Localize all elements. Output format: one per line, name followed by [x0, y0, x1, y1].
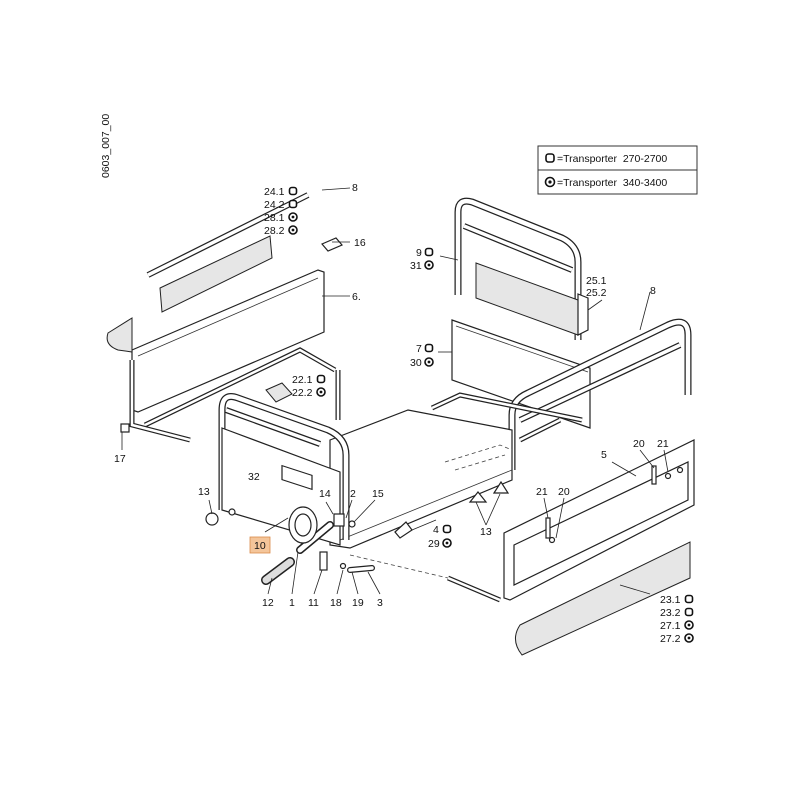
tube-rail-back-right — [454, 197, 582, 340]
left-frame-base — [129, 347, 341, 443]
callout-9: 9 — [416, 247, 434, 259]
svg-text:24.2: 24.2 — [264, 199, 285, 211]
callout-23-2: 23.2 — [660, 607, 694, 619]
callout-4: 4 — [433, 524, 452, 536]
svg-text:9: 9 — [416, 247, 422, 259]
tube-rail-front-right — [508, 318, 692, 470]
callout-32: 32 — [248, 471, 260, 483]
callout-27-1: 27.1 — [660, 620, 694, 632]
svg-text:29: 29 — [428, 538, 440, 550]
callout-24-1: 24.1 — [264, 186, 298, 198]
svg-text:4: 4 — [433, 524, 439, 536]
svg-text:30: 30 — [410, 357, 422, 369]
callout-31: 31 — [410, 260, 434, 272]
callout-18: 18 — [330, 597, 342, 609]
svg-text:27.1: 27.1 — [660, 620, 681, 632]
callout-21a: 21 — [657, 438, 669, 450]
svg-text:23.2: 23.2 — [660, 607, 681, 619]
callout-28-1: 28.1 — [264, 212, 298, 224]
callout-27-2: 27.2 — [660, 633, 694, 645]
callout-23-1: 23.1 — [660, 594, 694, 606]
svg-text:22.1: 22.1 — [292, 374, 313, 386]
callout-22-1: 22.1 — [292, 374, 326, 386]
line-art — [106, 155, 695, 656]
legend-marker-square-ring — [545, 153, 555, 163]
leader-lines — [121, 187, 669, 595]
svg-text:28.2: 28.2 — [264, 225, 285, 237]
callout-3: 3 — [377, 597, 383, 609]
callout-20a: 20 — [633, 438, 645, 450]
callout-25-2: 25.2 — [586, 287, 607, 299]
legend-item-1: =Transporter 270-2700 — [557, 153, 667, 165]
svg-text:7: 7 — [416, 343, 422, 355]
svg-text:28.1: 28.1 — [264, 212, 285, 224]
legend: =Transporter 270-2700 =Transporter 340-3… — [537, 145, 698, 195]
callout-25-1: 25.1 — [586, 275, 607, 287]
callouts: 24.1 24.2 28.1 28.2 8 16 6. 9 31 25.1 25… — [114, 182, 694, 645]
callout-24-2: 24.2 — [264, 199, 298, 211]
callout-12: 12 — [262, 597, 274, 609]
callout-20b: 20 — [558, 486, 570, 498]
drawing-code: 0603_007_00 — [100, 114, 112, 178]
callout-14: 14 — [319, 488, 331, 500]
callout-21b: 21 — [536, 486, 548, 498]
callout-2: 2 — [350, 488, 356, 500]
callout-7: 7 — [416, 343, 434, 355]
callout-6: 6. — [352, 291, 361, 303]
svg-text:10: 10 — [254, 540, 266, 552]
callout-19: 19 — [352, 597, 364, 609]
callout-30: 30 — [410, 357, 434, 369]
svg-text:22.2: 22.2 — [292, 387, 313, 399]
legend-marker-star-ring — [544, 176, 556, 188]
svg-text:31: 31 — [410, 260, 422, 272]
callout-16: 16 — [354, 237, 366, 249]
svg-text:23.1: 23.1 — [660, 594, 681, 606]
callout-1: 1 — [289, 597, 295, 609]
callout-5: 5 — [601, 449, 607, 461]
callout-15: 15 — [372, 488, 384, 500]
handle-assembly — [261, 506, 375, 585]
callout-8b: 8 — [650, 285, 656, 297]
svg-text:27.2: 27.2 — [660, 633, 681, 645]
svg-text:24.1: 24.1 — [264, 186, 285, 198]
callout-10: 10 — [249, 536, 271, 554]
callout-8a: 8 — [352, 182, 358, 194]
legend-item-2: =Transporter 340-3400 — [557, 177, 667, 189]
callout-11: 11 — [308, 597, 319, 609]
callout-17: 17 — [114, 453, 126, 465]
callout-29: 29 — [428, 538, 452, 550]
callout-13b: 13 — [480, 526, 492, 538]
callout-28-2: 28.2 — [264, 225, 298, 237]
callout-22-2: 22.2 — [292, 387, 326, 399]
callout-13a: 13 — [198, 486, 210, 498]
